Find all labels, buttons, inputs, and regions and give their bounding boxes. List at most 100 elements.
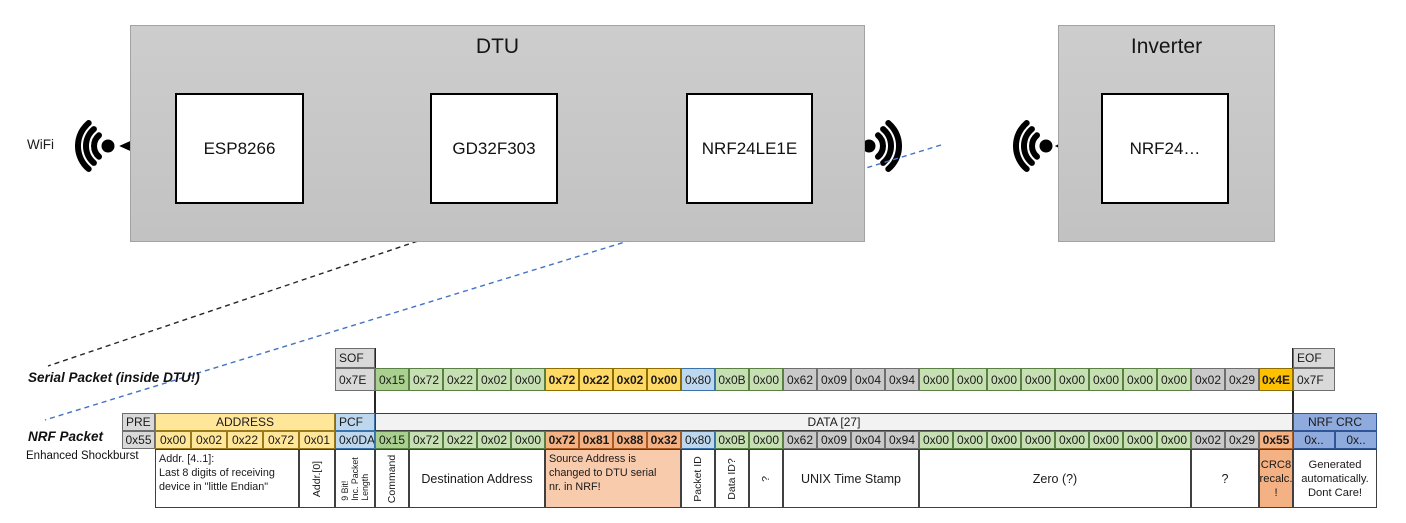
crc-header-cell: NRF CRC xyxy=(1293,413,1377,431)
byte-cell: 0x32 xyxy=(647,431,681,449)
byte-cell: 0x00 xyxy=(1021,368,1055,391)
dtu-title: DTU xyxy=(475,35,520,58)
wifi-icon-dtu-right xyxy=(862,120,903,172)
sof-header-cell: SOF xyxy=(335,348,375,368)
byte-cell: 0x72 xyxy=(263,431,299,449)
note-cell: Generated automatically. Dont Care! xyxy=(1293,449,1377,508)
byte-cell: 0x62 xyxy=(783,431,817,449)
pre-header-cell: PRE xyxy=(122,413,155,431)
byte-cell: 0x0DA xyxy=(335,431,375,449)
note-cell xyxy=(122,449,155,508)
byte-cell: 0x80 xyxy=(681,368,715,391)
byte-cell: 0x00 xyxy=(953,431,987,449)
note-cell: Destination Address xyxy=(409,449,545,508)
esp8266-box: ESP8266 xyxy=(175,93,304,204)
byte-cell: 0x00 xyxy=(1055,368,1089,391)
note-cell: Data ID? xyxy=(715,449,749,508)
byte-cell: 0x00 xyxy=(749,368,783,391)
byte-cell: 0x4E xyxy=(1259,368,1293,391)
byte-cell: 0x00 xyxy=(511,431,545,449)
byte-cell: 0x72 xyxy=(409,431,443,449)
byte-cell: 0x00 xyxy=(1157,368,1191,391)
byte-cell: 0x01 xyxy=(299,431,335,449)
byte-cell: 0x22 xyxy=(579,368,613,391)
wifi-icon-inverter xyxy=(1012,120,1053,172)
gd32f303-box: GD32F303 xyxy=(430,93,558,204)
serial-header-row: SOF EOF xyxy=(335,348,1335,368)
byte-cell: 0x15 xyxy=(375,431,409,449)
byte-cell: 0x.. xyxy=(1335,431,1377,449)
pcf-header-cell: PCF xyxy=(335,413,375,431)
note-cell: 9 Bit! Inc. Packet Length xyxy=(335,449,375,508)
byte-cell: 0x00 xyxy=(919,431,953,449)
note-cell: Zero (?) xyxy=(919,449,1191,508)
note-cell: Packet ID xyxy=(681,449,715,508)
byte-cell: 0x88 xyxy=(613,431,647,449)
byte-cell: 0x00 xyxy=(155,431,191,449)
byte-cell: 0x00 xyxy=(919,368,953,391)
byte-cell: 0x04 xyxy=(851,368,885,391)
byte-cell: 0x72 xyxy=(545,368,579,391)
nrf24-inverter-box: NRF24… xyxy=(1101,93,1229,204)
left-alignment-connector xyxy=(374,348,376,449)
byte-cell: 0x00 xyxy=(1123,431,1157,449)
byte-cell: 0x00 xyxy=(1055,431,1089,449)
nrf-notes-row: Addr. [4..1]: Last 8 digits of receiving… xyxy=(122,449,1377,508)
data-header-cell: DATA [27] xyxy=(375,413,1293,431)
byte-cell: 0x00 xyxy=(1157,431,1191,449)
byte-cell: 0x15 xyxy=(375,368,409,391)
byte-cell: 0x0B xyxy=(715,368,749,391)
nrf-packet-label: NRF Packet xyxy=(28,429,104,444)
byte-cell: 0x09 xyxy=(817,431,851,449)
header-cell xyxy=(375,348,1293,368)
byte-cell: 0x00 xyxy=(1021,431,1055,449)
byte-cell: 0x00 xyxy=(987,368,1021,391)
byte-cell: 0x29 xyxy=(1225,368,1259,391)
byte-cell: 0x29 xyxy=(1225,431,1259,449)
byte-cell: 0x94 xyxy=(885,431,919,449)
note-cell: Addr. [4..1]: Last 8 digits of receiving… xyxy=(155,449,299,508)
byte-cell: 0x02 xyxy=(477,431,511,449)
byte-cell: 0x00 xyxy=(953,368,987,391)
byte-cell: 0x02 xyxy=(477,368,511,391)
nrf24le1e-box: NRF24LE1E xyxy=(686,93,813,204)
byte-cell: 0x94 xyxy=(885,368,919,391)
note-cell: CRC8 recalc. ! xyxy=(1259,449,1293,508)
byte-cell: 0x62 xyxy=(783,368,817,391)
byte-cell: 0x55 xyxy=(122,431,155,449)
address-header-cell: ADDRESS xyxy=(155,413,335,431)
byte-cell: 0x81 xyxy=(579,431,613,449)
serial-packet-label: Serial Packet (inside DTU!) xyxy=(28,370,200,385)
byte-cell: 0x09 xyxy=(817,368,851,391)
byte-cell: 0x02 xyxy=(613,368,647,391)
inverter-title: Inverter xyxy=(1130,35,1203,58)
wifi-icon-dtu-left xyxy=(74,120,115,172)
note-cell: Addr.[0] xyxy=(299,449,335,508)
byte-cell: 0x04 xyxy=(851,431,885,449)
dtu-box: DTU ESP8266 GD32F303 NRF24LE1E xyxy=(130,25,865,242)
byte-cell: 0x22 xyxy=(443,368,477,391)
byte-cell: 0x00 xyxy=(987,431,1021,449)
byte-cell: 0x00 xyxy=(647,368,681,391)
right-alignment-connector xyxy=(1292,348,1294,449)
byte-cell: 0x7E xyxy=(335,368,375,391)
eof-header-cell: EOF xyxy=(1293,348,1335,368)
byte-cell: 0x00 xyxy=(511,368,545,391)
byte-cell: 0x22 xyxy=(443,431,477,449)
byte-cell: 0x.. xyxy=(1293,431,1335,449)
byte-cell: 0x02 xyxy=(191,431,227,449)
byte-cell: 0x00 xyxy=(1089,431,1123,449)
byte-cell: 0x72 xyxy=(409,368,443,391)
byte-cell: 0x7F xyxy=(1293,368,1335,391)
byte-cell: 0x80 xyxy=(681,431,715,449)
byte-cell: 0x00 xyxy=(1089,368,1123,391)
byte-cell: 0x72 xyxy=(545,431,579,449)
note-cell: Source Address is changed to DTU serial … xyxy=(545,449,681,508)
note-cell: ? xyxy=(749,449,783,508)
